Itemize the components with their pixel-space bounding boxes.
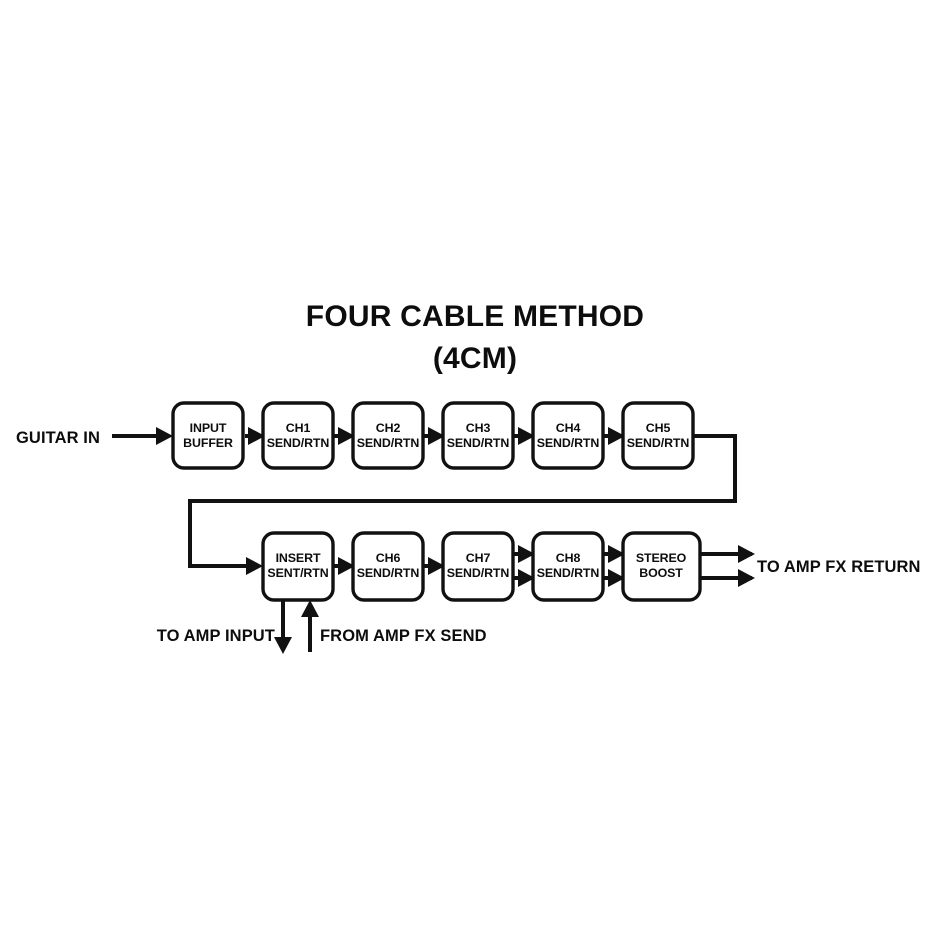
node-ch3[interactable]: CH3 SEND/RTN (441, 401, 515, 470)
node-ch8[interactable]: CH8 SEND/RTN (531, 531, 605, 602)
node-ch7-box[interactable] (441, 531, 515, 602)
node-input-buffer-line1: INPUT (190, 421, 227, 435)
node-ch7-line2: SEND/RTN (447, 566, 510, 580)
node-ch2[interactable]: CH2 SEND/RTN (351, 401, 425, 470)
node-stereo-boost-line2: BOOST (639, 566, 683, 580)
title-line-2: (4CM) (433, 342, 517, 375)
node-ch6-line1: CH6 (376, 551, 401, 565)
to-amp-fx-return-label: TO AMP FX RETURN (757, 558, 921, 576)
node-ch1-box[interactable] (261, 401, 335, 470)
to-amp-input-label: TO AMP INPUT (157, 627, 275, 645)
node-ch1-line1: CH1 (286, 421, 311, 435)
arrow-to-amp-fx-return-left (738, 545, 755, 563)
amp-loop-group: TO AMP INPUT FROM AMP FX SEND (157, 600, 487, 654)
node-input-buffer-box[interactable] (171, 401, 245, 470)
node-ch6-box[interactable] (351, 531, 425, 602)
node-ch2-line2: SEND/RTN (357, 436, 420, 450)
bottom-row-nodes: INSERT SENT/RTN CH6 SEND/RTN CH7 SEND/RT… (261, 531, 702, 602)
node-ch3-line2: SEND/RTN (447, 436, 510, 450)
node-ch4-line1: CH4 (556, 421, 581, 435)
guitar-in-label: GUITAR IN (16, 429, 100, 447)
node-ch8-line1: CH8 (556, 551, 581, 565)
node-ch7-line1: CH7 (466, 551, 491, 565)
node-ch5-box[interactable] (621, 401, 695, 470)
arrow-guitar-in-to-input-buffer (156, 427, 173, 445)
diagram-title: FOUR CABLE METHOD (4CM) (306, 300, 644, 375)
node-ch4[interactable]: CH4 SEND/RTN (531, 401, 605, 470)
arrow-to-amp-fx-return-right (738, 569, 755, 587)
node-ch2-line1: CH2 (376, 421, 401, 435)
node-ch5-line1: CH5 (646, 421, 671, 435)
node-stereo-boost[interactable]: STEREO BOOST (621, 531, 702, 602)
node-insert[interactable]: INSERT SENT/RTN (261, 531, 335, 602)
node-insert-line2: SENT/RTN (267, 566, 328, 580)
node-ch6-line2: SEND/RTN (357, 566, 420, 580)
node-ch3-box[interactable] (441, 401, 515, 470)
amp-fx-return-output-group: TO AMP FX RETURN (698, 545, 921, 587)
node-ch8-line2: SEND/RTN (537, 566, 600, 580)
arrow-from-amp-fx-send-up (301, 600, 319, 617)
node-ch5[interactable]: CH5 SEND/RTN (621, 401, 695, 470)
wire-ch5-to-insert (188, 434, 737, 568)
node-ch7[interactable]: CH7 SEND/RTN (441, 531, 515, 602)
node-input-buffer-line2: BUFFER (183, 436, 233, 450)
node-insert-line1: INSERT (276, 551, 321, 565)
node-ch4-line2: SEND/RTN (537, 436, 600, 450)
node-ch8-box[interactable] (531, 531, 605, 602)
arrow-to-amp-input-down (274, 637, 292, 654)
title-line-1: FOUR CABLE METHOD (306, 300, 644, 333)
from-amp-fx-send-label: FROM AMP FX SEND (320, 627, 487, 645)
top-row-nodes: INPUT BUFFER CH1 SEND/RTN CH2 SEND/RTN C… (171, 401, 695, 470)
node-stereo-boost-box[interactable] (621, 531, 702, 602)
node-insert-box[interactable] (261, 531, 335, 602)
node-ch2-box[interactable] (351, 401, 425, 470)
node-ch4-box[interactable] (531, 401, 605, 470)
node-ch5-line2: SEND/RTN (627, 436, 690, 450)
node-stereo-boost-line1: STEREO (636, 551, 687, 565)
node-ch6[interactable]: CH6 SEND/RTN (351, 531, 425, 602)
node-ch1[interactable]: CH1 SEND/RTN (261, 401, 335, 470)
node-ch3-line1: CH3 (466, 421, 491, 435)
node-ch1-line2: SEND/RTN (267, 436, 330, 450)
arrow-into-insert (246, 557, 263, 575)
wraparound-route-ch5-to-insert (188, 434, 737, 575)
node-input-buffer[interactable]: INPUT BUFFER (171, 401, 245, 470)
guitar-in-group: GUITAR IN (16, 427, 173, 447)
